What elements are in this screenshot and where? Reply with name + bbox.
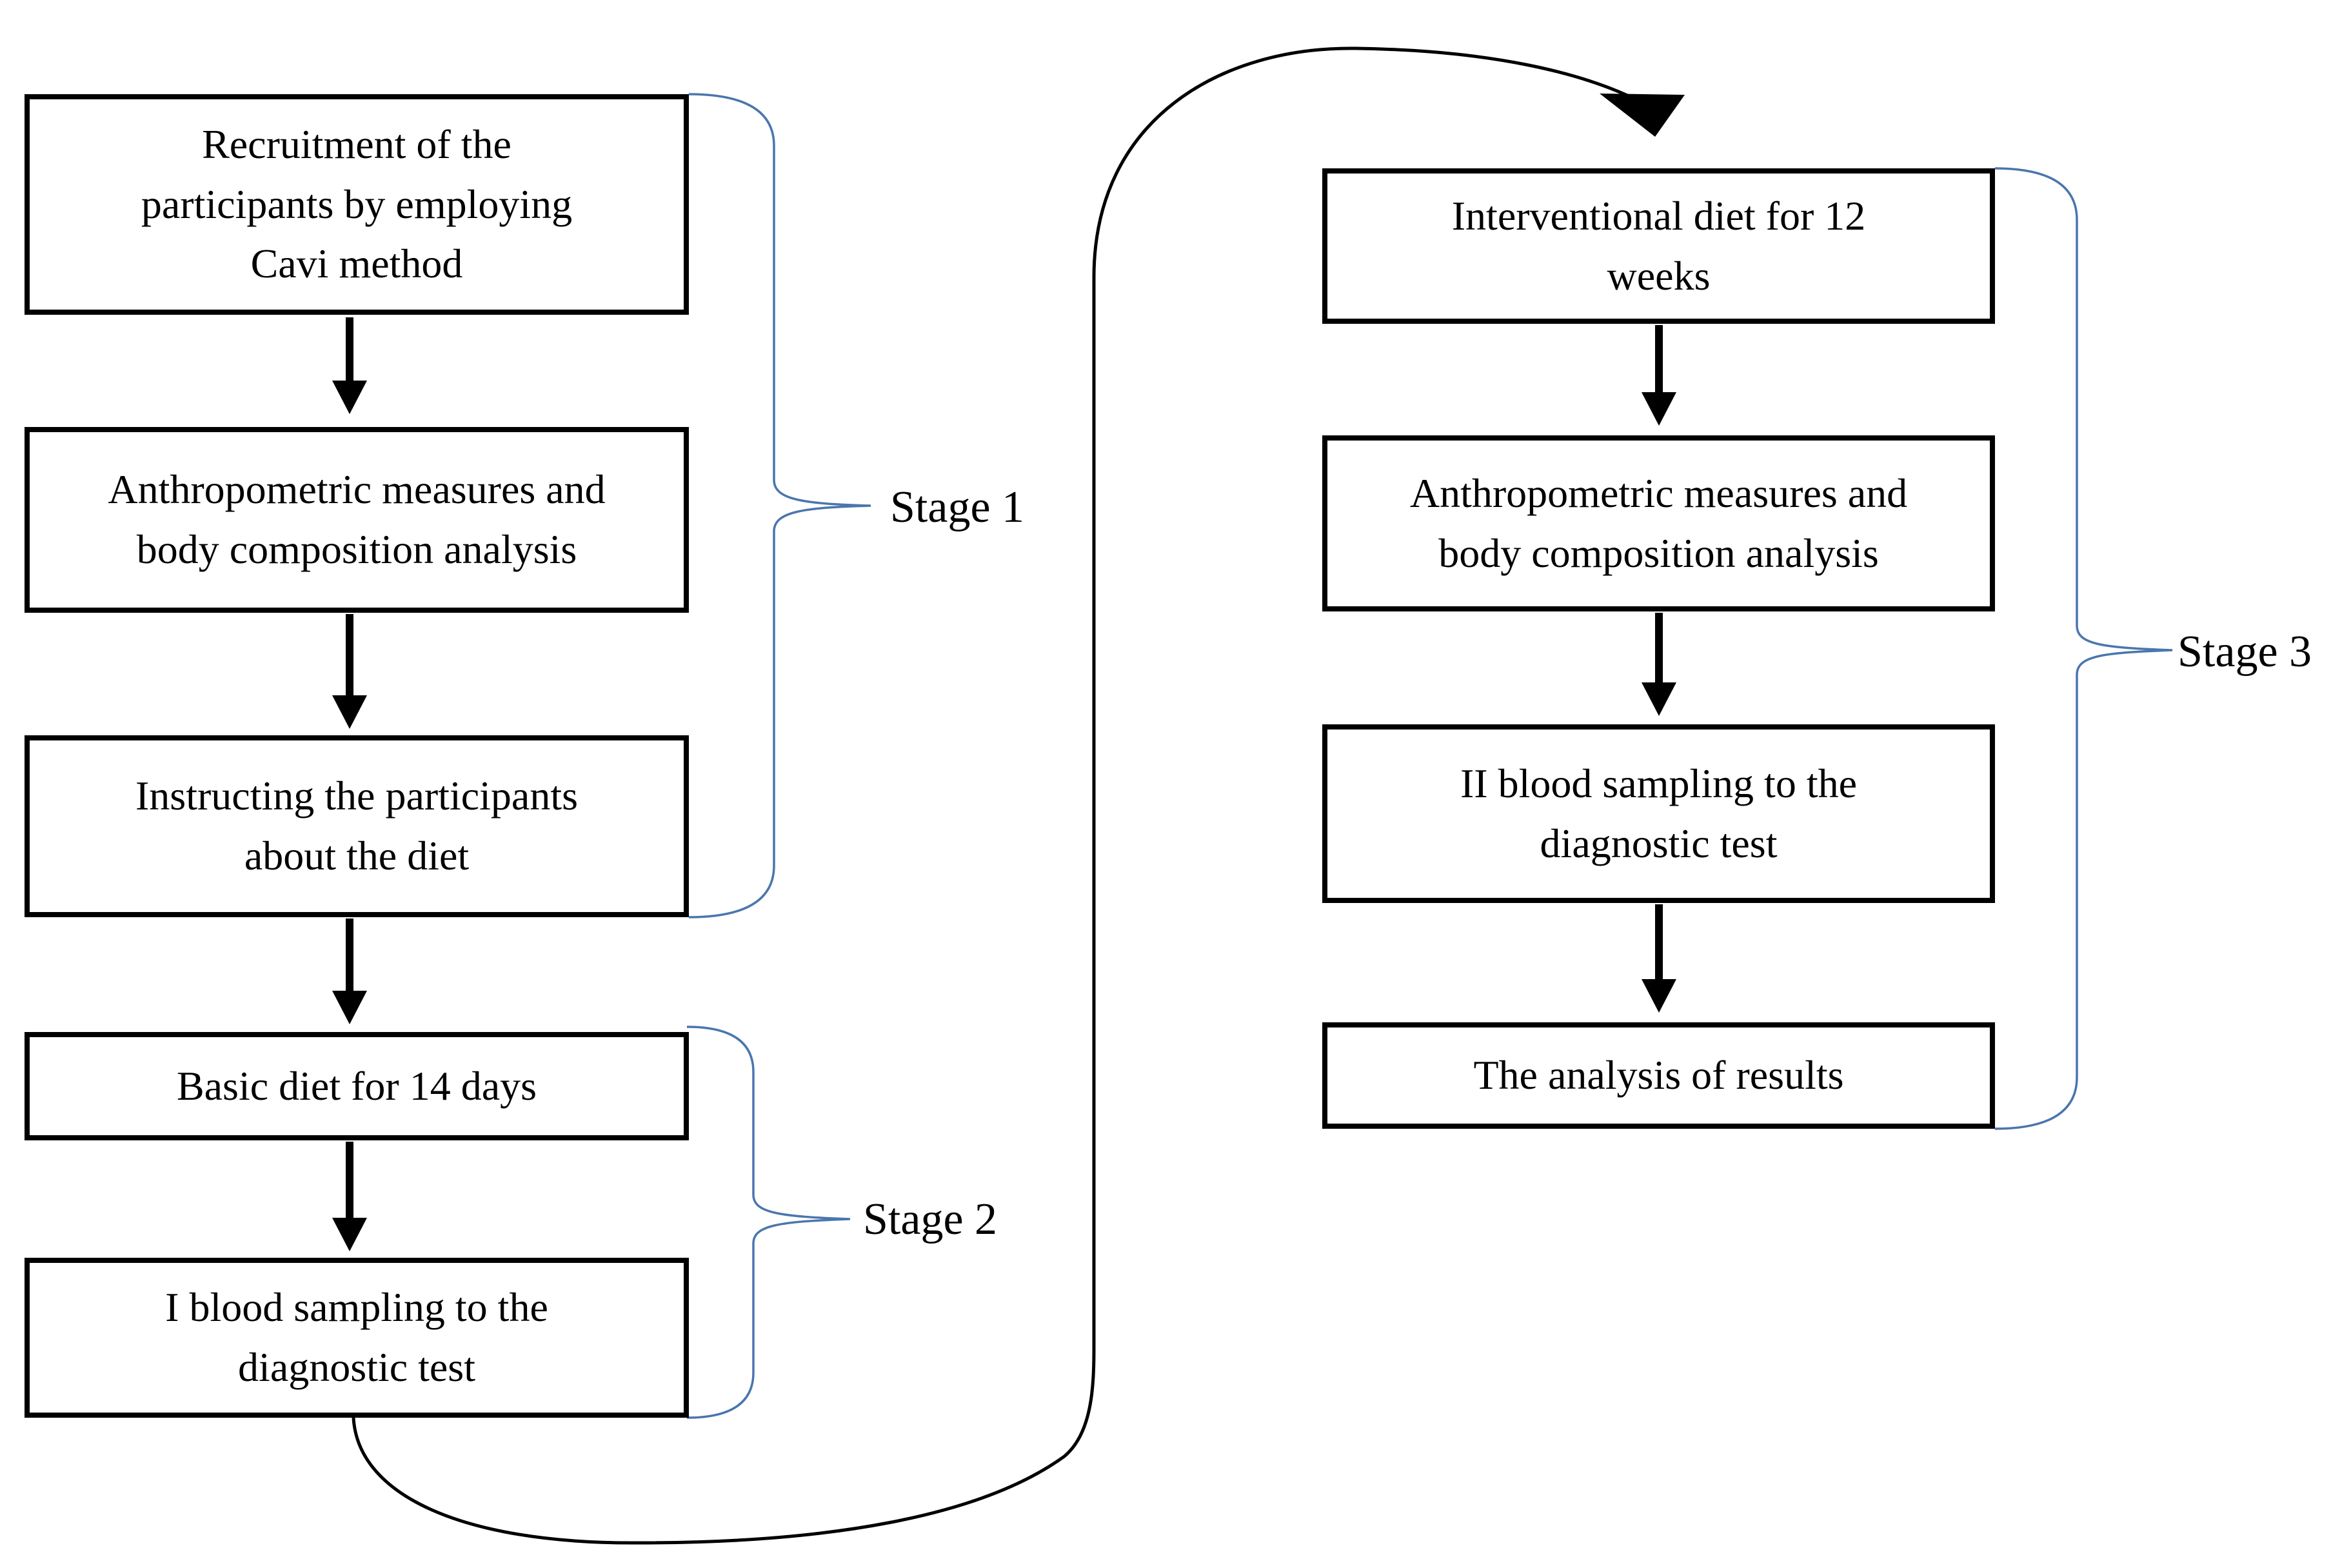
box-blood-sampling-first: I blood sampling to the diagnostic test xyxy=(25,1258,689,1418)
box-interventional-diet: Interventional diet for 12 weeks xyxy=(1322,168,1995,324)
box-anthropometric-stage1: Anthropometric measures and body composi… xyxy=(25,427,689,613)
box-anthropometric-stage3: Anthropometric measures and body composi… xyxy=(1322,435,1995,611)
box-blood-sampling-second: II blood sampling to the diagnostic test xyxy=(1322,724,1995,903)
down-arrow-icon xyxy=(1642,904,1676,1013)
loop-arrow-icon xyxy=(352,46,1685,1545)
stage2-label: Stage 2 xyxy=(863,1195,998,1244)
box-instructing: Instructing the participants about the d… xyxy=(25,735,689,917)
stage1-brace-icon xyxy=(688,93,871,918)
box-analysis-results: The analysis of results xyxy=(1322,1022,1995,1129)
down-arrow-icon xyxy=(332,614,367,729)
down-arrow-icon xyxy=(332,317,367,414)
down-arrow-icon xyxy=(332,918,367,1024)
down-arrow-icon xyxy=(1642,325,1676,426)
stage3-label: Stage 3 xyxy=(2178,627,2312,677)
stage1-label: Stage 1 xyxy=(890,482,1025,532)
stage3-brace-icon xyxy=(1994,167,2173,1130)
box-recruitment: Recruitment of the participants by emplo… xyxy=(25,94,689,315)
box-basic-diet: Basic diet for 14 days xyxy=(25,1032,689,1140)
stage2-brace-icon xyxy=(686,1026,851,1419)
down-arrow-icon xyxy=(1642,613,1676,716)
down-arrow-icon xyxy=(332,1142,367,1251)
